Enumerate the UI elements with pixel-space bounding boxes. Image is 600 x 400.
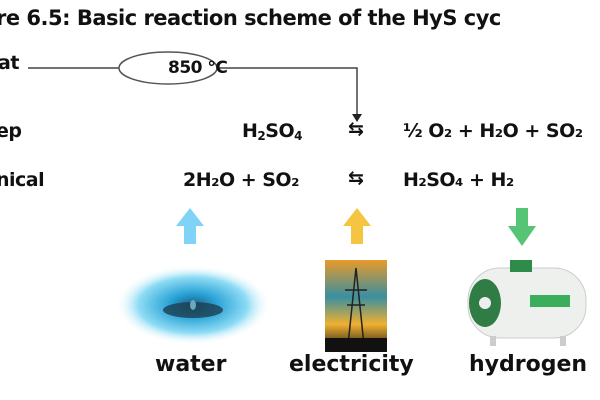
equilibrium-arrows-icon: ⇆ (348, 118, 364, 140)
figure-title: re 6.5: Basic reaction scheme of the HyS… (0, 6, 501, 30)
reaction-1-reactant: H2SO4 (242, 120, 302, 143)
water-image (115, 265, 271, 345)
water-label: water (155, 352, 227, 377)
electricity-arrow-icon (343, 208, 371, 244)
reaction-2-products: H₂SO₄ + H₂ (403, 169, 514, 191)
row-label-electrochemical: nical (0, 169, 45, 191)
row-label-step: ep (0, 120, 22, 142)
heat-label: at (0, 52, 19, 74)
temperature-value: 850 °C (168, 58, 228, 78)
heat-arrowhead (352, 114, 362, 122)
equilibrium-arrows-icon: ⇆ (348, 167, 364, 189)
reaction-1-products: ½ O₂ + H₂O + SO₂ (403, 120, 583, 142)
electricity-image (325, 260, 387, 352)
hydrogen-label: hydrogen (469, 352, 588, 377)
hydrogen-tank-image (467, 260, 587, 346)
reaction-2-reactants: 2H₂O + SO₂ (183, 169, 299, 191)
electricity-label: electricity (289, 352, 414, 377)
hydrogen-arrow-icon (508, 208, 536, 246)
water-arrow-icon (176, 208, 204, 244)
